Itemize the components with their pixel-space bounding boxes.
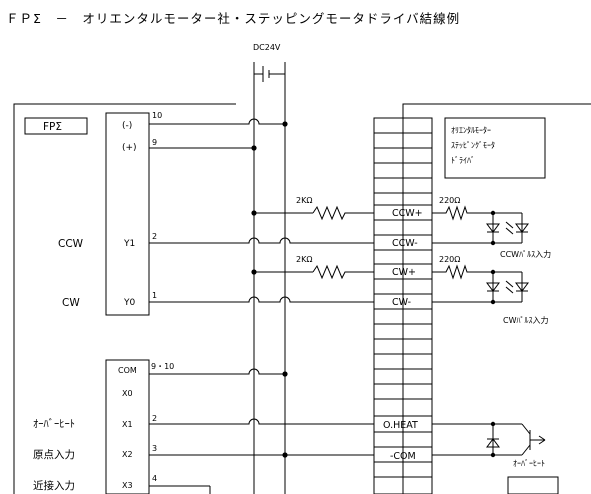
driver-title-2: ｽﾃｯﾋﾟﾝｸﾞﾓｰﾀ: [451, 141, 495, 150]
diagram-title: ＦＰΣ － オリエンタルモーター社・ステッピングモータドライバ結線例: [6, 11, 460, 26]
pin-x1: 2: [152, 414, 157, 423]
signal-overheat: ｵｰﾊﾞｰﾋｰﾄ: [33, 418, 75, 430]
pin-x2: 3: [152, 444, 157, 453]
driver-terminal-cw-minus: CW-: [392, 297, 411, 308]
driver-title-1: ｵﾘｴﾝﾀﾙﾓｰﾀｰ: [451, 126, 491, 135]
terminal-com: COM: [118, 366, 137, 375]
pin-9-10: 9・10: [151, 362, 174, 371]
junction-dots: [251, 121, 288, 458]
driver-terminal-com: -COM: [390, 451, 416, 462]
signal-ccw: CCW: [58, 238, 84, 250]
plc-output-module: [105, 112, 150, 316]
photocoupler-ccw: [432, 210, 529, 246]
terminal-x0: X0: [122, 389, 133, 398]
resistor-2k-bottom-label: 2KΩ: [296, 255, 312, 264]
pin-9: 9: [152, 138, 157, 147]
input-cw-pulse: CWﾊﾟﾙｽ入力: [503, 315, 549, 325]
driver-terminal-ccw-plus: CCW+: [392, 208, 423, 219]
terminal-minus: (-): [122, 121, 132, 131]
resistor-2k-top: [312, 205, 374, 221]
signal-origin: 原点入力: [33, 448, 75, 461]
driver-title-3: ﾄﾞﾗｲﾊﾞ: [451, 156, 475, 165]
terminal-x1: X1: [122, 420, 133, 429]
input-ccw-pulse: CCWﾊﾟﾙｽ入力: [500, 249, 551, 259]
dc24v-battery: [253, 62, 286, 82]
pin-2: 2: [152, 232, 157, 241]
plc-label-box: [24, 117, 88, 135]
pin-10: 10: [152, 111, 162, 120]
pin-x3: 4: [152, 474, 157, 483]
resistor-220-bottom-label: 220Ω: [439, 255, 460, 264]
driver-bottom-box: [507, 476, 559, 494]
driver-title-box: [444, 117, 546, 179]
plc-input-module: [105, 359, 150, 494]
driver-terminal-ccw-minus: CCW-: [392, 238, 418, 249]
terminal-block: [373, 117, 433, 494]
resistor-2k-bottom: [312, 264, 374, 280]
driver-terminal-oheat: O.HEAT: [383, 420, 418, 431]
resistor-2k-top-label: 2KΩ: [296, 196, 312, 205]
terminal-y1: Y1: [123, 239, 135, 249]
terminal-y0: Y0: [123, 298, 135, 308]
photocoupler-cw: [432, 269, 529, 305]
terminal-plus: (+): [122, 143, 137, 153]
driver-frame: [402, 103, 591, 494]
signal-proximity: 近接入力: [33, 479, 75, 492]
resistor-220-bottom: [432, 264, 522, 280]
pin-1: 1: [152, 291, 157, 300]
signal-cw: CW: [62, 297, 80, 309]
plc-label: FPΣ: [43, 121, 62, 133]
resistor-220-top-label: 220Ω: [439, 196, 460, 205]
terminal-x3: X3: [122, 481, 133, 490]
overheat-output-circuit: [432, 421, 546, 458]
output-overheat: ｵｰﾊﾞｰﾋｰﾄ: [513, 459, 545, 468]
plc-wires: [149, 118, 374, 494]
dc24v-label: DC24V: [253, 43, 281, 52]
resistor-220-top: [432, 205, 522, 221]
terminal-x2: X2: [122, 450, 133, 459]
plc-frame: [13, 103, 236, 494]
driver-terminal-cw-plus: CW+: [392, 267, 416, 278]
